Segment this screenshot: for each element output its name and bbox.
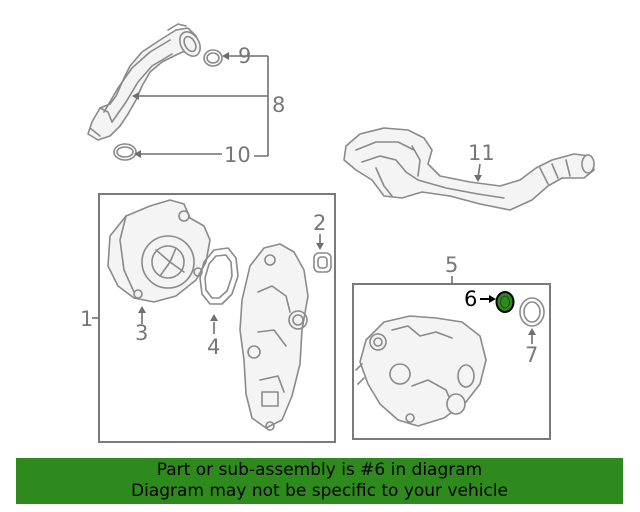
- arrow-7: [528, 328, 536, 335]
- callout-9: 9: [238, 44, 251, 68]
- gasket-4: [199, 247, 239, 305]
- arrow-6: [489, 295, 496, 303]
- callout-11: 11: [468, 141, 495, 165]
- gasket-2: [313, 252, 332, 273]
- o-ring-7: [519, 297, 545, 327]
- arrow-9: [222, 52, 229, 60]
- callout-3: 3: [135, 321, 148, 345]
- callout-4: 4: [207, 335, 220, 359]
- pump-housing: [239, 243, 309, 431]
- coolant-pipe-8: [87, 23, 201, 141]
- parts-diagram: 9 8 10 11 1 3 4 2: [80, 23, 595, 443]
- notice-line-2: Diagram may not be specific to your vehi…: [130, 481, 508, 501]
- o-ring-10: [113, 143, 137, 161]
- callout-1: 1: [80, 307, 93, 331]
- arrow-10: [134, 150, 141, 158]
- callout-5: 5: [445, 253, 458, 277]
- callout-2: 2: [313, 211, 326, 235]
- arrow-11: [474, 175, 482, 182]
- callout-7: 7: [525, 343, 538, 367]
- o-ring-9: [203, 49, 223, 67]
- callout-10: 10: [224, 143, 251, 167]
- leader-10: [138, 153, 268, 157]
- arrow-4: [210, 314, 218, 321]
- callout-6: 6: [464, 287, 477, 311]
- notice-banner: Part or sub-assembly is #6 in diagram Di…: [16, 458, 623, 504]
- arrow-2: [316, 243, 324, 250]
- seal-6: [495, 291, 515, 313]
- water-pump-3: [107, 199, 211, 303]
- arrow-8: [132, 92, 139, 100]
- coolant-hose-11: [343, 127, 595, 211]
- notice-line-1: Part or sub-assembly is #6 in diagram: [156, 460, 483, 480]
- arrow-3: [138, 306, 146, 313]
- callout-8: 8: [272, 93, 285, 117]
- thermostat-housing: [355, 315, 487, 427]
- leader-8: [136, 56, 269, 156]
